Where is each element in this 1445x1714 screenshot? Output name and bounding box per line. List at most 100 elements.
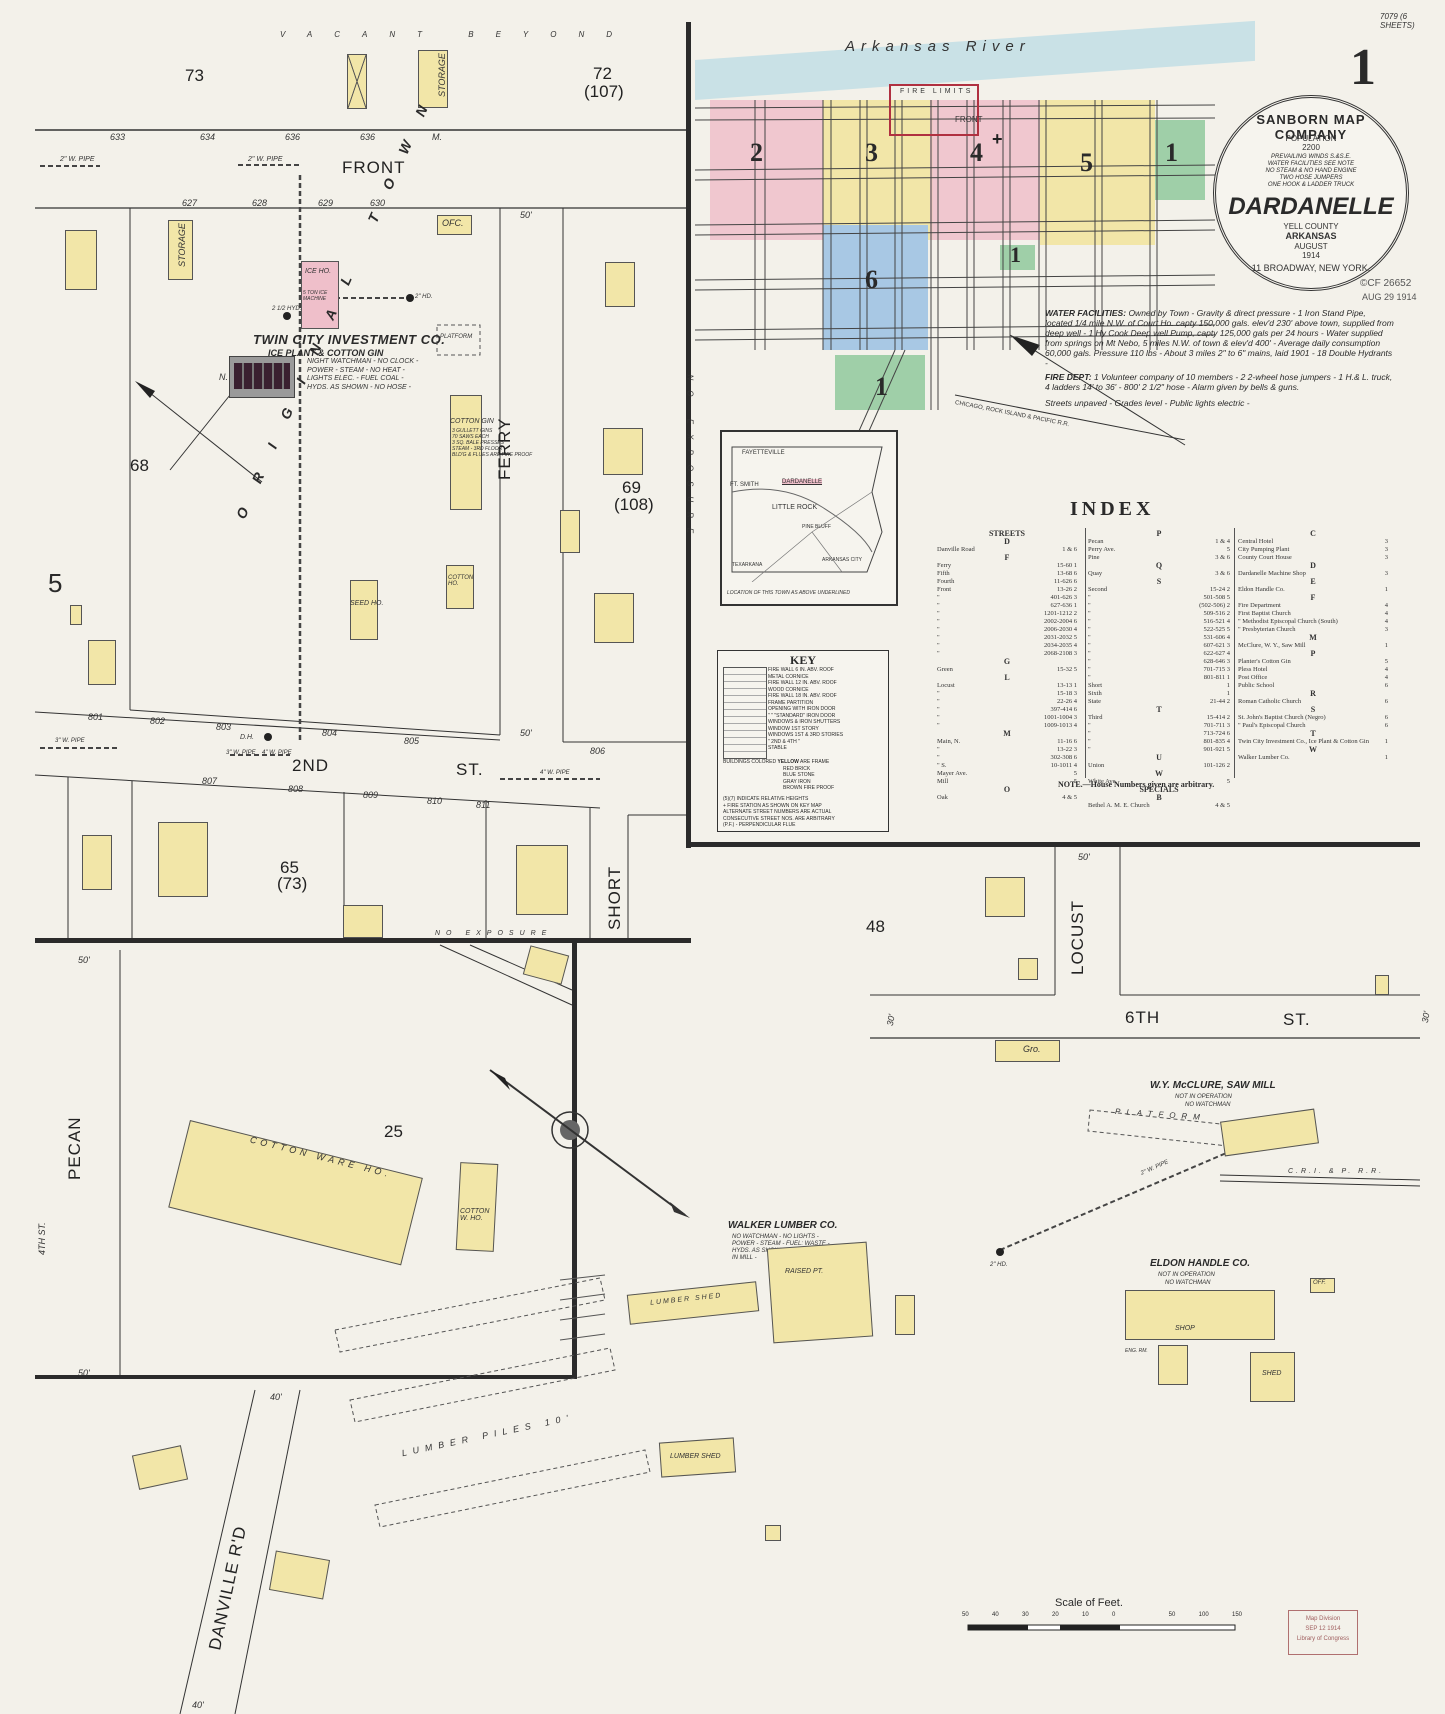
building-cotton-w-house [455, 1162, 499, 1252]
block-69: 69 [622, 478, 641, 497]
scale-label: Scale of Feet. [1055, 1597, 1123, 1609]
second-number: 802 [150, 716, 166, 726]
stamp-line: SEP 12 1914 [1305, 1626, 1341, 1632]
block-48: 48 [866, 917, 885, 936]
dimension-label: 50' [78, 1368, 90, 1378]
locust-street-label: LOCUST [1068, 900, 1087, 975]
second-south-number: 807 [202, 776, 218, 786]
short-street-label: SHORT [605, 865, 624, 930]
city-pine-bluff: PINE BLUFF [802, 524, 831, 530]
index-d-letter: D [1310, 561, 1316, 570]
cotton-w-house-label: COTTON W. HO. [460, 1208, 490, 1222]
index-b-letter: B [1156, 793, 1162, 802]
lot-number: 628 [252, 198, 268, 208]
building-small [1375, 975, 1389, 995]
building-dwelling [594, 593, 634, 643]
building-storage-2 [168, 220, 193, 280]
index-title: INDEX [1070, 498, 1155, 520]
legend-item: WINDOW 1ST STORY [768, 725, 819, 732]
eldon-status: NOT IN OPERATION [1158, 1272, 1215, 1278]
building-grocery [995, 1040, 1060, 1062]
walker-name: WALKER LUMBER CO. [728, 1220, 838, 1231]
second-number: 806 [590, 746, 606, 756]
scale-tick: 0 [1112, 1612, 1116, 1618]
legend-color-red-meaning: BRICK [794, 765, 811, 772]
publisher-address: 11 BROADWAY, NEW YORK. [1251, 263, 1371, 273]
location-map: FAYETTEVILLE FT. SMITH DARDANELLE LITTLE… [720, 430, 898, 606]
legend-color-yellow-meaning: ARE FRAME [799, 759, 830, 765]
eldon-name: ELDON HANDLE CO. [1150, 1258, 1250, 1269]
company-name: SANBORN MAP COMPANY [1256, 112, 1366, 142]
index-s-letter: S [1310, 705, 1316, 714]
no-exposure-horizontal: NO EXPOSURE [435, 930, 553, 937]
building-small [343, 905, 383, 938]
sheet-number-1-east[interactable]: 1 [1165, 138, 1178, 167]
index-entry: "1201-1212 2 [937, 610, 1077, 617]
mcclure-status: NOT IN OPERATION [1175, 1094, 1232, 1100]
sheet-number-4[interactable]: 4 [970, 138, 983, 167]
sheet-number-2[interactable]: 2 [750, 138, 763, 167]
library-stamp: Map Division SEP 12 1914 Library of Cong… [1288, 1610, 1358, 1655]
stamp-line: Library of Congress [1296, 1636, 1350, 1642]
vacant-beyond-label: VACANT BEYOND [280, 30, 635, 39]
index-entry: "2002-2004 6 [937, 618, 1077, 625]
legend-color-gray-meaning: IRON [798, 778, 811, 785]
sheet-number-1-south[interactable]: 1 [875, 372, 888, 401]
building-shed [1250, 1352, 1295, 1402]
sheet-number-3[interactable]: 3 [865, 138, 878, 167]
legend-item: WINDOWS 1ST & 3RD STORIES [768, 732, 844, 738]
index-entry: Danville Road 1 & 6 [937, 546, 1077, 553]
index-f-letter: F [1004, 553, 1010, 562]
no-exposure-vertical: NO EXPOSURE [685, 374, 695, 544]
sixth-street-label: 6TH [1125, 1008, 1161, 1027]
key-map: Arkansas River + [695, 20, 1255, 440]
seal-note: PREVAILING WINDS S.&S.E. [1270, 154, 1352, 160]
sheet-number-6[interactable]: 6 [865, 265, 878, 294]
index-entry: "1009-1013 4 [937, 722, 1077, 729]
block-69-alt: (108) [614, 495, 654, 514]
dimension-label: 30' [1419, 1010, 1432, 1024]
legend-item: OPENING WITH IRON DOOR [768, 706, 836, 712]
twin-city-info: NIGHT WATCHMAN - NO CLOCK - POWER - STEA… [307, 358, 418, 392]
index-entry: "901-921 5 [1088, 746, 1230, 753]
legend-color-brown: BROWN [783, 785, 803, 791]
info-line: POWER - STEAM - FUEL: WASTE - [732, 1241, 830, 1247]
legend-key: KEY FIRE WALL 6 IN. ABV. ROOF METAL CORN… [717, 650, 889, 832]
legend-color-blue: BLUE [783, 772, 797, 778]
legend-item: " " "STANDARD" IRON DOOR [768, 712, 836, 719]
dimension-label: 40' [270, 1392, 282, 1402]
second-south-number: 811 [476, 800, 491, 810]
key-front-label: FRONT [955, 115, 983, 124]
sheet-number-1-mid[interactable]: 1 [1010, 242, 1021, 267]
lot-number: 630 [370, 198, 386, 208]
index-s-letter: S [1156, 577, 1162, 586]
ice-machine-label: 5 TON ICE MACHINE [303, 290, 328, 302]
cotton-house-label: COTTON HO. [448, 575, 474, 587]
second-street-suffix: ST. [456, 760, 484, 779]
legend-item: WOOD CORNICE [768, 686, 809, 693]
dh-hydrant-label: D.H. [240, 734, 254, 741]
legend-item: " 2ND & 4TH " [768, 738, 800, 745]
scale-tick: 10 [1082, 1612, 1089, 1618]
dimension-label: 30' [884, 1013, 897, 1027]
ice-house-label: ICE HO. [305, 268, 332, 275]
index-t-letter: T [1310, 729, 1316, 738]
gin-detail: 70 SAWS EACH [452, 434, 489, 440]
index-entry: " Methodist Episcopal Church (South)4 [1238, 618, 1388, 625]
second-number: 803 [216, 722, 232, 732]
hydrant-label: 2 1/2 HYD. [272, 306, 302, 312]
index-entry: Walker Lumber Co.1 [1238, 754, 1388, 761]
sheet-number-5[interactable]: 5 [1080, 148, 1093, 177]
city-dardanelle: DARDANELLE [782, 479, 823, 485]
index-m-letter: M [1003, 729, 1011, 738]
